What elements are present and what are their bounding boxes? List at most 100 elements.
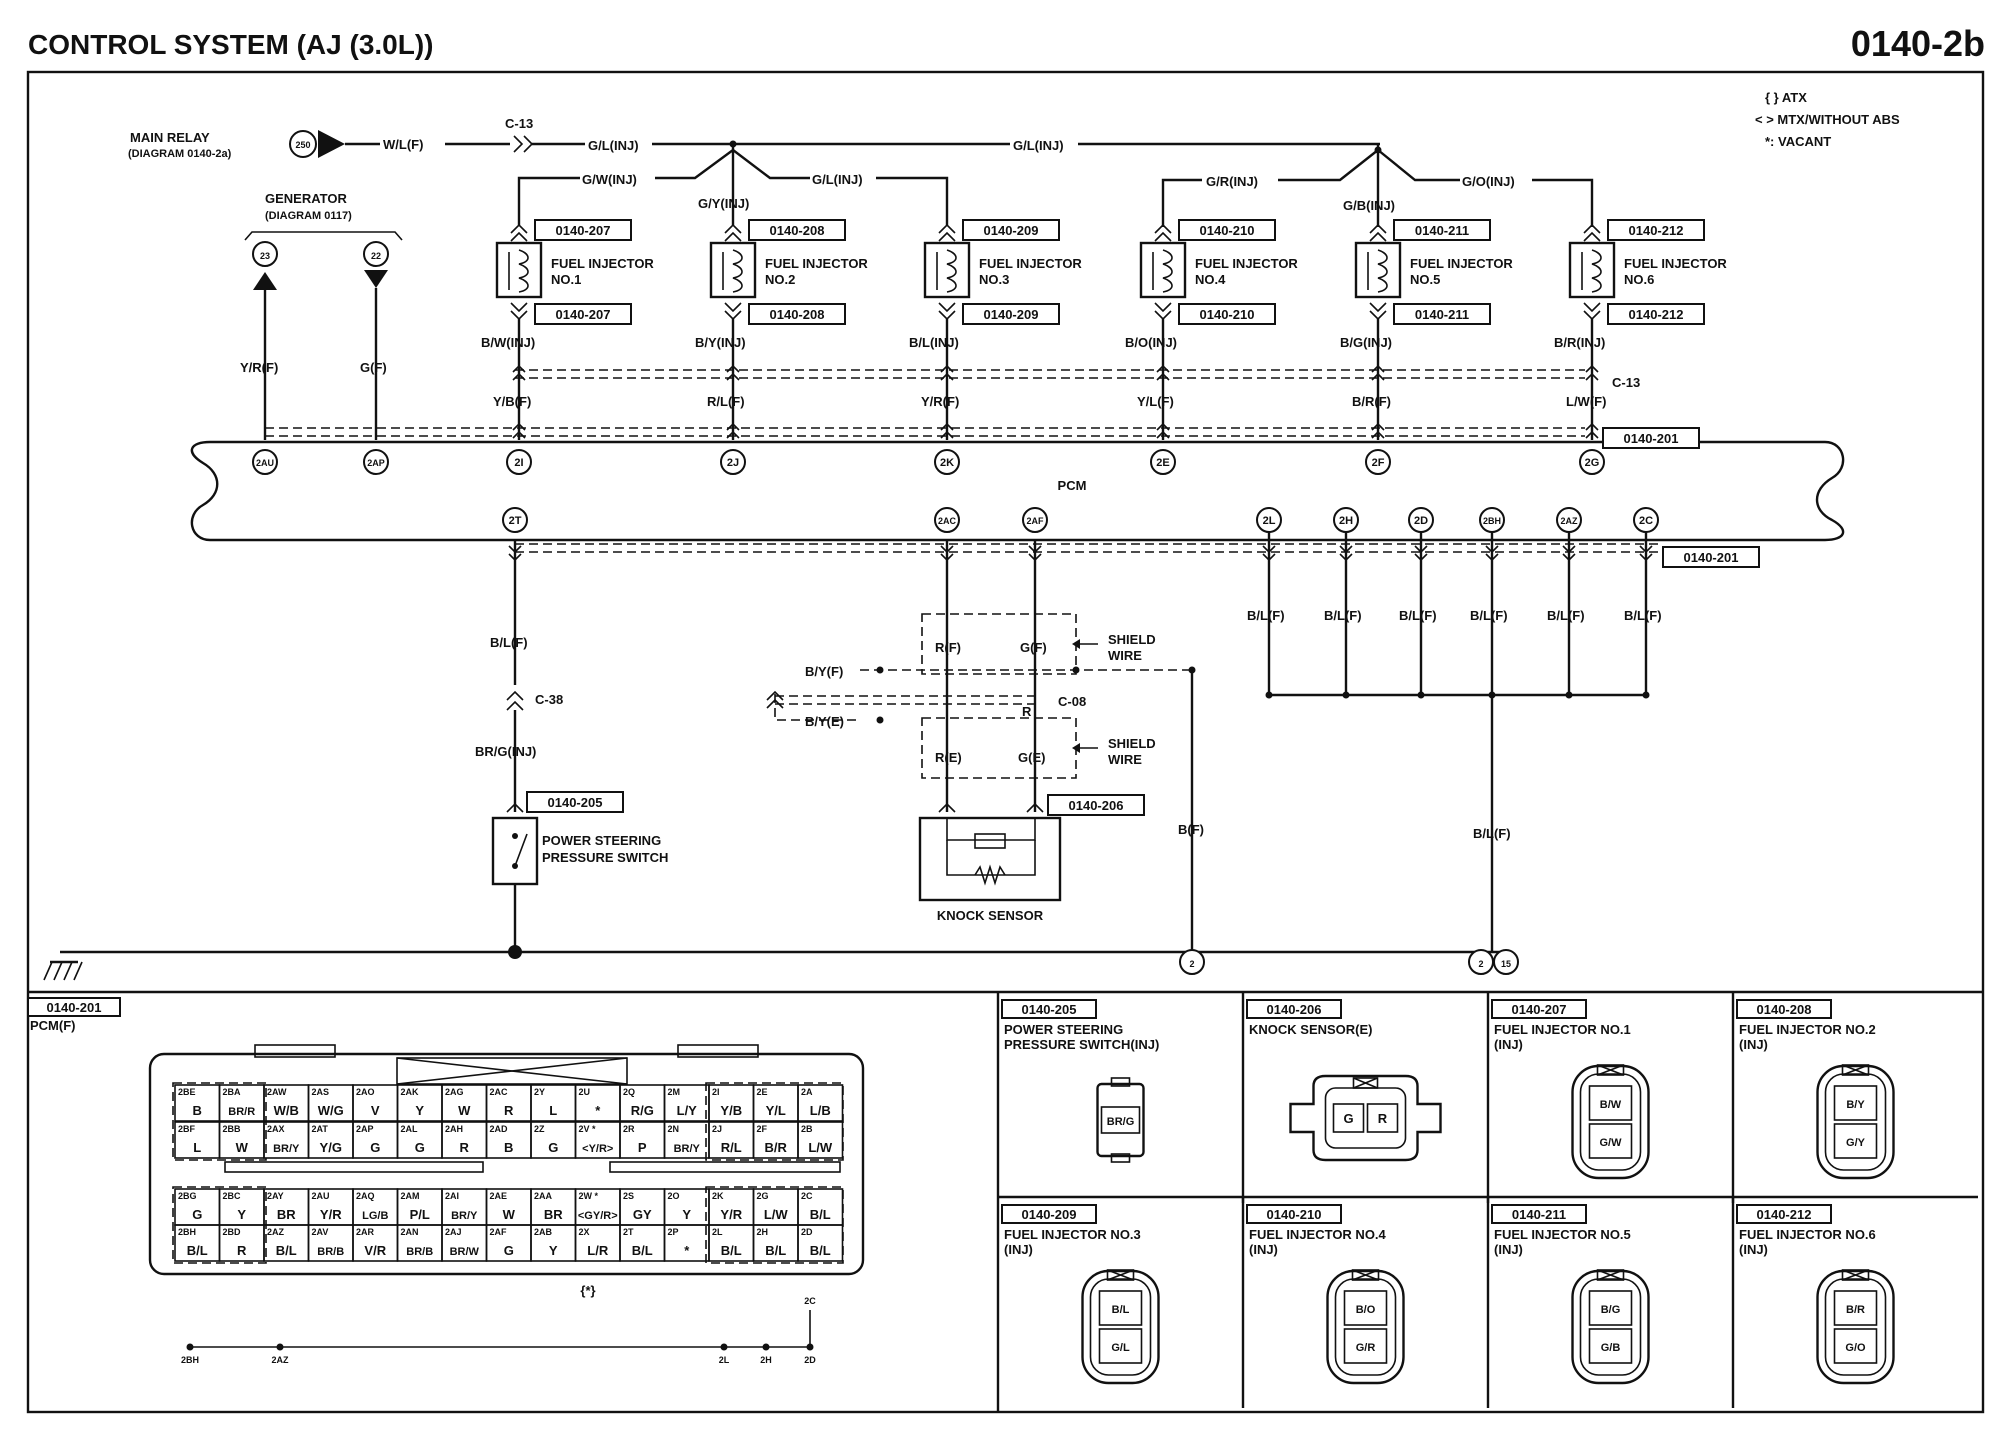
c13-top-label: C-13 [505, 116, 533, 131]
svg-text:2T: 2T [623, 1227, 634, 1237]
svg-text:B/L: B/L [810, 1243, 831, 1258]
svg-text:2BA: 2BA [223, 1087, 242, 1097]
svg-text:BR/G: BR/G [1107, 1116, 1135, 1128]
svg-text:B: B [193, 1103, 202, 1118]
svg-text:2AS: 2AS [312, 1087, 330, 1097]
injector-wire-pcm: Y/R(F) [921, 394, 959, 409]
branch-gr: G/R(INJ) [1206, 174, 1258, 189]
svg-text:PRESSURE SWITCH(INJ): PRESSURE SWITCH(INJ) [1004, 1037, 1159, 1052]
svg-text:Y: Y [237, 1207, 246, 1222]
svg-text:R: R [237, 1243, 247, 1258]
svg-text:(INJ): (INJ) [1494, 1242, 1523, 1257]
main-relay-wire: W/L(F) [383, 137, 423, 152]
injector-ref-top-text: 0140-207 [556, 223, 611, 238]
injector-label-2: NO.6 [1624, 272, 1654, 287]
svg-text:0140-210: 0140-210 [1267, 1207, 1322, 1222]
svg-text:BR/B: BR/B [317, 1246, 344, 1258]
svg-text:G: G [504, 1243, 514, 1258]
injector-label-2: NO.4 [1195, 272, 1226, 287]
svg-text:2AC: 2AC [938, 516, 957, 526]
knock-wire-rf: R(F) [935, 640, 961, 655]
svg-text:2U: 2U [579, 1087, 591, 1097]
injector-connector-icon [1571, 1269, 1650, 1385]
joint-label: 2L [719, 1355, 730, 1365]
injector-coil-icon [1377, 249, 1388, 293]
pcm-ref-top [1602, 427, 1700, 449]
svg-text:G: G [415, 1140, 425, 1155]
svg-text:L/W: L/W [808, 1140, 833, 1155]
svg-text:G: G [192, 1207, 202, 1222]
svg-text:0140-207: 0140-207 [1512, 1002, 1567, 1017]
injector-wire-pcm: B/R(F) [1352, 394, 1391, 409]
c38-label: C-38 [535, 692, 563, 707]
svg-text:2AP: 2AP [367, 458, 385, 468]
svg-text:LG/B: LG/B [362, 1210, 388, 1222]
generator-arrow-up [253, 272, 277, 290]
pcm-cavity-2X: 2XL/R [574, 1224, 621, 1262]
pcm-cavity-2E: 2EY/L [752, 1084, 799, 1122]
injector-ref-bottom [1393, 303, 1491, 325]
svg-text:BR: BR [277, 1207, 296, 1222]
svg-text:2AC: 2AC [490, 1087, 509, 1097]
svg-text:V: V [371, 1103, 380, 1118]
ground-wires: B/L(F)B/L(F)B/L(F)B/L(F)B/L(F)B/L(F) [1247, 532, 1662, 699]
svg-text:G/O: G/O [1845, 1342, 1866, 1354]
knock-r-label: R [1022, 704, 1032, 719]
injector-coil-icon [518, 249, 529, 293]
injector-wire-pcm: R/L(F) [707, 394, 745, 409]
svg-text:Y: Y [415, 1103, 424, 1118]
pcm-pin-2AU: 2AU [252, 449, 278, 475]
injector-ref-top [1178, 219, 1276, 241]
injector-wire-out: B/W(INJ) [481, 335, 535, 350]
svg-text:0140-208: 0140-208 [1757, 1002, 1812, 1017]
svg-text:R/L: R/L [721, 1140, 742, 1155]
svg-text:FUEL INJECTOR NO.6: FUEL INJECTOR NO.6 [1739, 1227, 1876, 1242]
injector-connector-icon [1081, 1269, 1160, 1385]
svg-text:L: L [549, 1103, 557, 1118]
svg-text:2K: 2K [940, 457, 954, 469]
svg-text:(INJ): (INJ) [1739, 1242, 1768, 1257]
svg-text:R: R [460, 1140, 470, 1155]
svg-text:B/L(F): B/L(F) [1470, 608, 1508, 623]
svg-text:BR/Y: BR/Y [451, 1210, 478, 1222]
knock-sensor-label: KNOCK SENSOR [937, 908, 1044, 923]
svg-text:G/R: G/R [1356, 1342, 1376, 1354]
pcm-pin-2K: 2K [934, 449, 960, 475]
svg-text:2AN: 2AN [401, 1227, 419, 1237]
svg-text:B/W: B/W [1600, 1099, 1622, 1111]
svg-text:2T: 2T [509, 515, 522, 527]
svg-text:2AB: 2AB [534, 1227, 553, 1237]
svg-text:2AP: 2AP [356, 1124, 374, 1134]
svg-text:R: R [504, 1103, 514, 1118]
svg-text:B/O: B/O [1356, 1304, 1376, 1316]
page-title: CONTROL SYSTEM (AJ (3.0L)) [28, 29, 434, 60]
svg-text:0140-212: 0140-212 [1757, 1207, 1812, 1222]
svg-text:G/W: G/W [1600, 1137, 1623, 1149]
knock-crystal [974, 833, 1006, 849]
pcm-cavity-2I: 2IY/B [708, 1084, 755, 1122]
svg-text:Y: Y [549, 1243, 558, 1258]
svg-text:2H: 2H [757, 1227, 769, 1237]
svg-text:<Y/R>: <Y/R> [582, 1143, 613, 1155]
svg-text:*: * [595, 1103, 601, 1118]
knock-wire-byf: B/Y(F) [805, 664, 843, 679]
svg-text:2K: 2K [712, 1191, 724, 1201]
svg-text:G: G [1343, 1111, 1353, 1126]
svg-text:2AD: 2AD [490, 1124, 509, 1134]
pcm-cavity-2Z: 2ZG [530, 1121, 577, 1159]
injector-wire-out: B/G(INJ) [1340, 335, 1392, 350]
svg-text:<GY/R>: <GY/R> [578, 1210, 618, 1222]
injector-ref-bottom-text: 0140-210 [1200, 307, 1255, 322]
svg-text:B/L(F): B/L(F) [1324, 608, 1362, 623]
